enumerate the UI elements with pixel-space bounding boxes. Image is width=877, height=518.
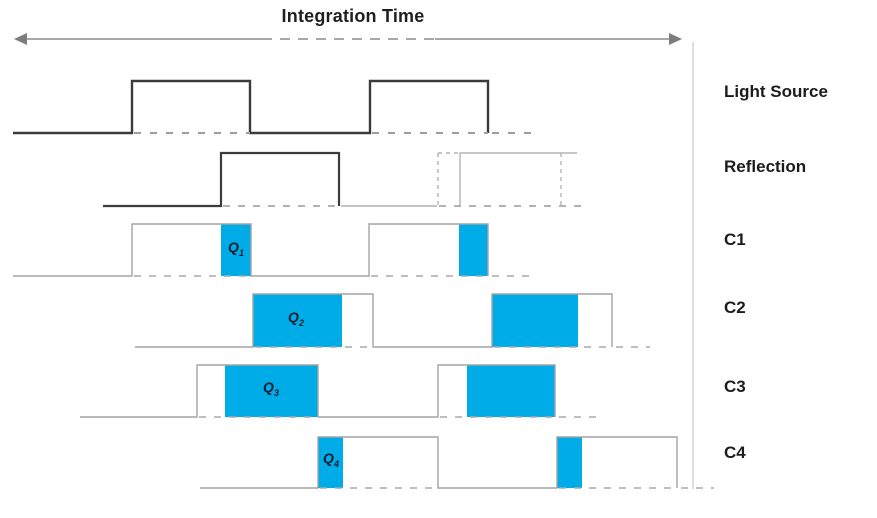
charge-window-c1-0 <box>221 224 251 276</box>
waveform-reflection-stroke-7 <box>459 152 577 206</box>
charge-window-c3-0 <box>225 365 318 417</box>
charge-window-c4-0 <box>318 437 343 488</box>
charge-window-c3-1 <box>467 365 555 417</box>
waveform-reflection <box>103 151 586 208</box>
waveform-c1-stroke-0 <box>13 223 489 277</box>
waveform-c3: Q3 <box>80 364 600 418</box>
charge-window-c1-1 <box>459 224 488 276</box>
waveform-c3-stroke-0 <box>80 364 556 418</box>
waveform-light-source <box>13 79 534 135</box>
row-label-c1: C1 <box>724 230 746 249</box>
charge-window-c2-0 <box>253 294 342 347</box>
arrowhead-left-icon <box>14 33 27 45</box>
waveform-c2-stroke-0 <box>135 293 613 348</box>
arrowhead-right-icon <box>669 33 682 45</box>
row-label-c4: C4 <box>724 443 746 462</box>
waveform-c1: Q1 <box>13 223 529 277</box>
diagram-title: Integration Time <box>281 6 425 26</box>
row-label-c2: C2 <box>724 298 746 317</box>
charge-window-c4-1 <box>557 437 582 488</box>
row-label-c3: C3 <box>724 377 746 396</box>
waveform-c4-stroke-0 <box>200 436 678 489</box>
waveform-reflection-stroke-0 <box>103 151 341 208</box>
waveform-light-source-stroke-0 <box>13 79 490 135</box>
waveform-c2: Q2 <box>135 293 650 348</box>
row-label-reflection: Reflection <box>724 157 807 176</box>
row-label-light-source: Light Source <box>724 82 828 101</box>
charge-window-c2-1 <box>492 294 578 347</box>
waveform-c4: Q4 <box>200 436 714 489</box>
